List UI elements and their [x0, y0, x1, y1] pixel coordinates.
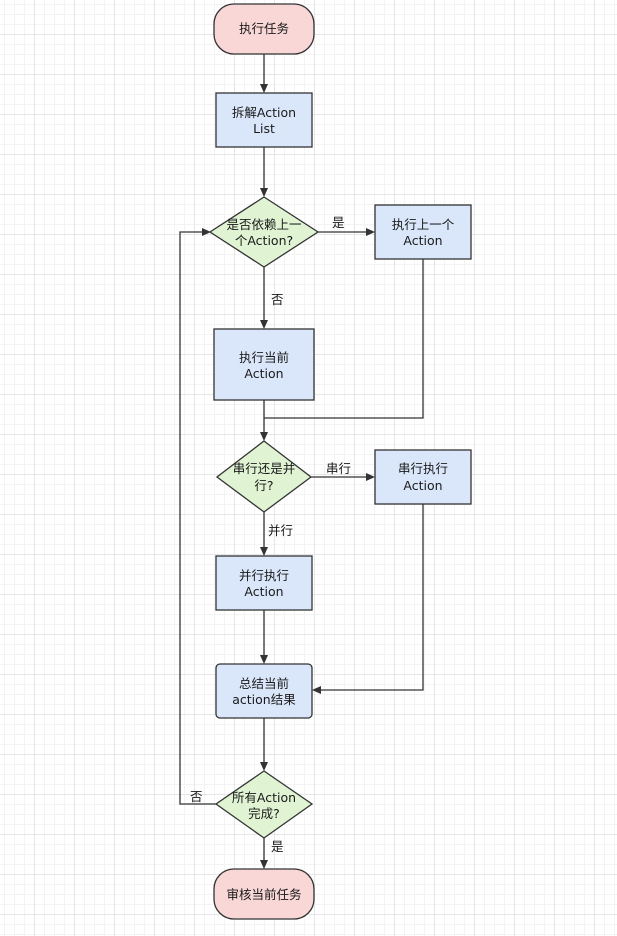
node-serial-exec-label-line1: 串行执行	[398, 461, 448, 476]
node-exec-prev-label-line2: Action	[403, 233, 442, 248]
node-parallel-exec-label-line2: Action	[244, 584, 283, 599]
edge-prev-to-mode	[264, 259, 424, 419]
edges	[179, 54, 424, 869]
edge-labels: 是 否 串行 并行 否 是	[190, 215, 351, 854]
label-alldone-yes: 是	[271, 839, 284, 854]
arrow-head	[260, 547, 268, 556]
arrow-head	[260, 762, 268, 771]
decision-depends-label-line2: 个Action?	[235, 233, 293, 248]
arrow-head	[260, 320, 268, 329]
label-depends-yes: 是	[332, 215, 345, 230]
arrow-head	[260, 655, 268, 664]
edge-alldone-no-loop	[179, 231, 216, 805]
node-split-label-line2: List	[253, 121, 275, 136]
arrow-head	[260, 432, 268, 441]
arrow-head	[366, 473, 375, 481]
label-serial: 串行	[326, 461, 351, 476]
decision-serial-or-parallel: 串行还是并 行?	[215, 440, 313, 513]
label-depends-no: 否	[271, 292, 284, 307]
node-summarize-label-line1: 总结当前	[239, 676, 289, 691]
decision-mode-label-line2: 行?	[254, 478, 273, 493]
node-exec-current-label-line1: 执行当前	[239, 350, 289, 365]
node-exec-current: 执行当前 Action	[213, 328, 315, 401]
node-end: 审核当前任务	[213, 868, 315, 920]
node-summarize: 总结当前 action结果	[215, 663, 313, 719]
label-alldone-no: 否	[190, 789, 203, 804]
decision-alldone-label-line2: 完成?	[248, 806, 280, 821]
arrow-head	[312, 686, 321, 694]
arrow-head	[260, 84, 268, 93]
decision-depends-prev: 是否依赖上一 个Action?	[208, 196, 320, 268]
arrow-head	[366, 228, 375, 236]
node-serial-exec-label-line2: Action	[403, 478, 442, 493]
decision-depends-label-line1: 是否依赖上一	[226, 217, 301, 232]
decision-alldone-label-line1: 所有Action	[232, 790, 296, 805]
decision-all-done: 所有Action 完成?	[214, 770, 314, 839]
label-parallel: 并行	[268, 523, 293, 538]
node-end-label: 审核当前任务	[226, 887, 301, 902]
node-start: 执行任务	[213, 3, 315, 55]
arrow-head	[260, 860, 268, 869]
arrow-head	[260, 188, 268, 197]
node-split-label-line1: 拆解Action	[232, 105, 296, 120]
node-split-action-list: 拆解Action List	[215, 92, 313, 148]
arrow-head	[202, 228, 211, 236]
decision-mode-label-line1: 串行还是并	[233, 461, 296, 476]
node-parallel-exec-label-line1: 并行执行	[239, 568, 289, 583]
node-start-label: 执行任务	[239, 21, 289, 36]
node-serial-exec: 串行执行 Action	[374, 449, 472, 505]
node-exec-current-label-line2: Action	[244, 366, 283, 381]
node-parallel-exec: 并行执行 Action	[215, 555, 313, 611]
node-summarize-label-line2: action结果	[232, 692, 296, 707]
node-exec-prev: 执行上一个 Action	[374, 204, 472, 260]
edge-serial-to-summary	[320, 504, 424, 691]
node-exec-prev-label-line1: 执行上一个	[392, 217, 455, 232]
